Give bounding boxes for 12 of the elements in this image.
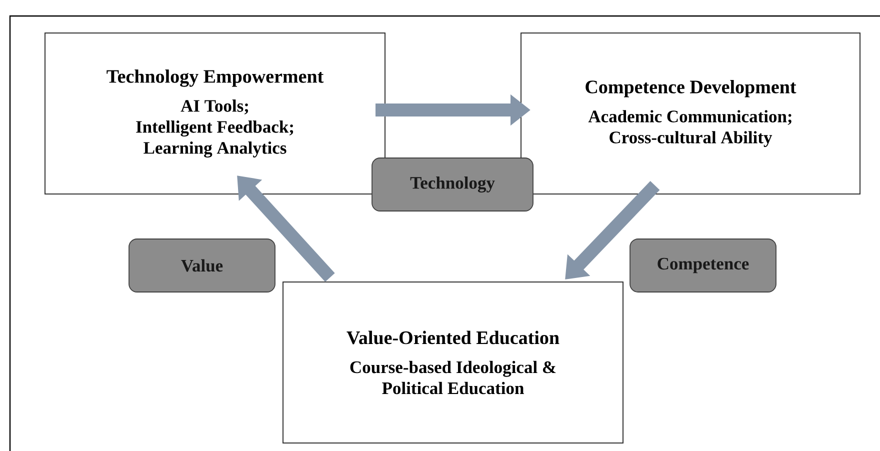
heading: Competence Development bbox=[586, 80, 796, 98]
label-tag: Technology bbox=[372, 158, 534, 212]
concept-box bbox=[520, 32, 860, 194]
label-tag: Value bbox=[128, 238, 276, 292]
heading: Technology Empowerment bbox=[106, 69, 324, 87]
heading: Value-Oriented Education bbox=[346, 330, 560, 344]
concept-box bbox=[44, 32, 386, 194]
body-text: Course-based Ideological & Political Education bbox=[350, 360, 556, 394]
body-text: AI Tools; Intelligent Feedback; Learning Analytics bbox=[136, 100, 294, 158]
label-tag: Competence bbox=[630, 238, 776, 292]
body-text: Academic Communication; Cross-cultural Ability bbox=[588, 110, 792, 147]
concept-box bbox=[282, 282, 624, 444]
